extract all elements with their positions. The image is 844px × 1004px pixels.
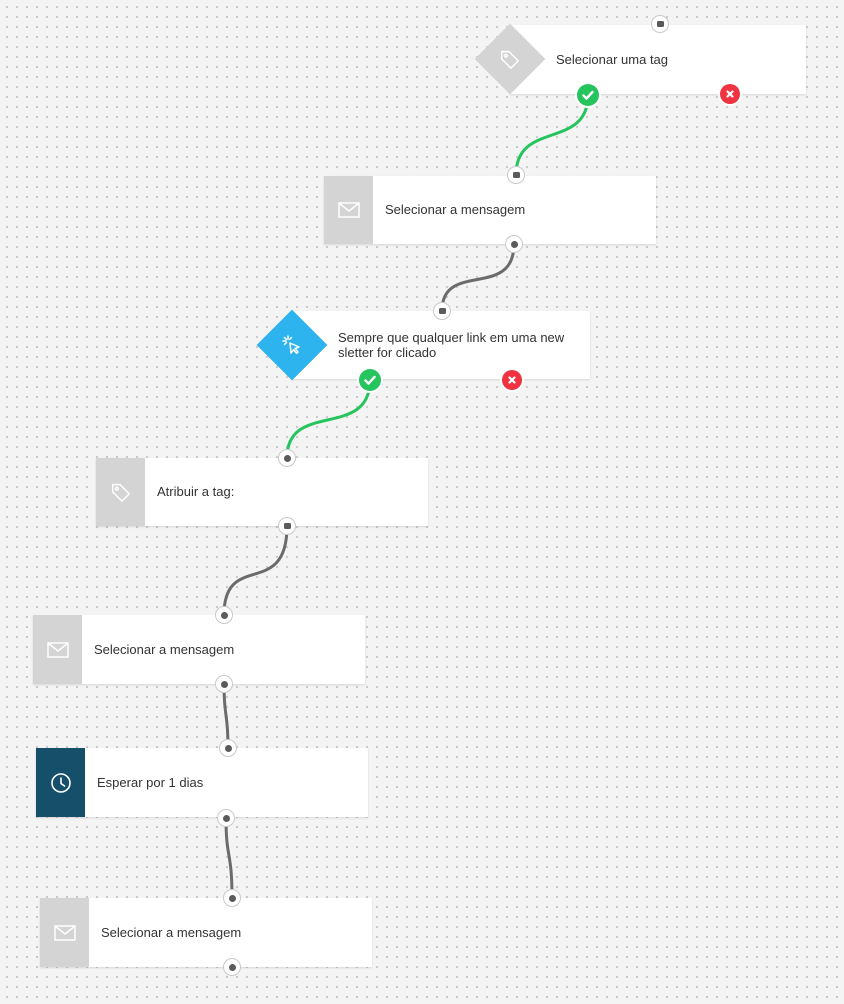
cursor-click-icon xyxy=(280,333,304,357)
link-click-diamond xyxy=(256,309,328,381)
assign-tag-label: Atribuir a tag: xyxy=(157,484,235,499)
link-click-card[interactable]: Sempre que qualquer link em uma new slet… xyxy=(292,311,590,379)
assign-tag-input-port[interactable] xyxy=(278,449,296,467)
check-icon xyxy=(364,375,376,385)
message-card-3[interactable]: Selecionar a mensagem xyxy=(40,898,372,967)
message-card-1[interactable]: Selecionar a mensagem xyxy=(324,176,656,244)
connector-4 xyxy=(222,525,289,616)
tag-condition-no-badge[interactable] xyxy=(720,84,740,104)
tag-condition-diamond xyxy=(474,23,546,95)
tag-condition-yes-badge[interactable] xyxy=(577,84,599,106)
message-card-2-side xyxy=(33,615,82,684)
link-click-label: Sempre que qualquer link em uma new slet… xyxy=(338,330,565,360)
message-3-input-port[interactable] xyxy=(223,889,241,907)
message-card-3-label: Selecionar a mensagem xyxy=(101,924,242,940)
check-icon xyxy=(582,90,594,100)
link-click-input-port[interactable] xyxy=(433,302,451,320)
clock-icon xyxy=(50,772,71,793)
message-card-2[interactable]: Selecionar a mensagem xyxy=(33,615,365,684)
message-2-input-port[interactable] xyxy=(215,606,233,624)
assign-tag-side xyxy=(96,458,145,526)
wait-card-side xyxy=(36,748,85,817)
connector-yes-3 xyxy=(285,379,372,459)
link-click-no-badge[interactable] xyxy=(502,370,522,390)
message-card-1-label: Selecionar a mensagem xyxy=(385,202,526,217)
message-1-input-port[interactable] xyxy=(507,166,525,184)
envelope-icon xyxy=(53,924,76,941)
message-3-output-port[interactable] xyxy=(223,958,241,976)
message-2-output-port[interactable] xyxy=(215,675,233,693)
connector-6 xyxy=(224,817,234,899)
message-card-2-label: Selecionar a mensagem xyxy=(94,641,235,657)
connector-2 xyxy=(440,243,516,312)
close-icon xyxy=(508,376,516,384)
tag-condition-label: Selecionar uma tag xyxy=(556,51,669,67)
wait-input-port[interactable] xyxy=(219,739,237,757)
wait-card[interactable]: Esperar por 1 dias xyxy=(36,748,368,817)
connector-yes-1 xyxy=(514,94,590,176)
message-card-3-side xyxy=(40,898,89,967)
assign-tag-card[interactable]: Atribuir a tag: xyxy=(96,458,428,526)
envelope-icon xyxy=(337,202,360,218)
wait-card-label: Esperar por 1 dias xyxy=(97,774,204,790)
message-1-output-port[interactable] xyxy=(505,235,523,253)
link-click-yes-badge[interactable] xyxy=(359,369,381,391)
envelope-icon xyxy=(46,641,69,658)
tag-condition-card[interactable]: Selecionar uma tag xyxy=(510,25,806,94)
assign-tag-output-port[interactable] xyxy=(278,517,296,535)
close-icon xyxy=(726,90,734,98)
tag-icon xyxy=(499,48,521,70)
tag-icon xyxy=(111,483,130,502)
message-card-1-side xyxy=(324,176,373,244)
wait-output-port[interactable] xyxy=(217,809,235,827)
tag-condition-input-port[interactable] xyxy=(651,15,669,33)
